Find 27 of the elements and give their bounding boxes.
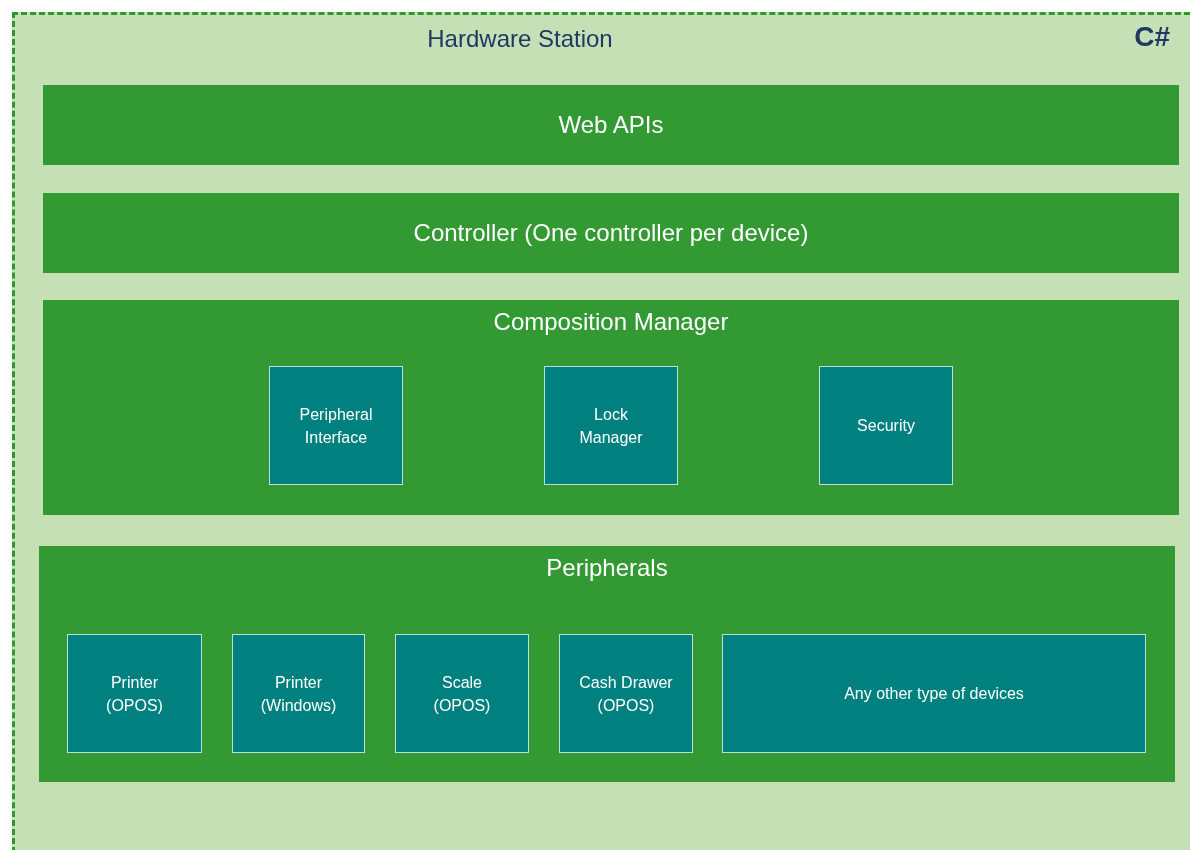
layer-title: Peripherals bbox=[545, 554, 669, 582]
component-label: Any other type of devices bbox=[843, 683, 1025, 704]
component-box bbox=[544, 366, 678, 485]
component-box bbox=[269, 366, 403, 485]
layer-title: Controller (One controller per device) bbox=[412, 217, 810, 248]
component-label: Cash Drawer (OPOS) bbox=[578, 672, 674, 716]
component-box bbox=[395, 634, 529, 753]
component-label: Printer (OPOS) bbox=[105, 672, 164, 716]
component-box bbox=[819, 366, 953, 485]
layer-title: Hardware Station bbox=[426, 25, 614, 53]
layer-panel bbox=[39, 546, 1175, 782]
layer-panel bbox=[43, 300, 1179, 515]
component-label: Printer (Windows) bbox=[259, 672, 338, 716]
component-label: Peripheral Interface bbox=[298, 404, 374, 448]
component-box bbox=[232, 634, 365, 753]
language-label: C# bbox=[1134, 21, 1170, 53]
component-label: Lock Manager bbox=[578, 404, 644, 448]
layer-band bbox=[43, 193, 1179, 273]
component-label: Security bbox=[856, 415, 916, 436]
layer-title: Composition Manager bbox=[492, 308, 730, 336]
hardware-station-panel bbox=[12, 12, 1190, 850]
component-box bbox=[722, 634, 1146, 753]
component-label: Scale (OPOS) bbox=[432, 672, 492, 716]
component-box bbox=[559, 634, 693, 753]
layer-band bbox=[43, 85, 1179, 165]
layer-title: Web APIs bbox=[557, 109, 665, 140]
component-box bbox=[67, 634, 202, 753]
